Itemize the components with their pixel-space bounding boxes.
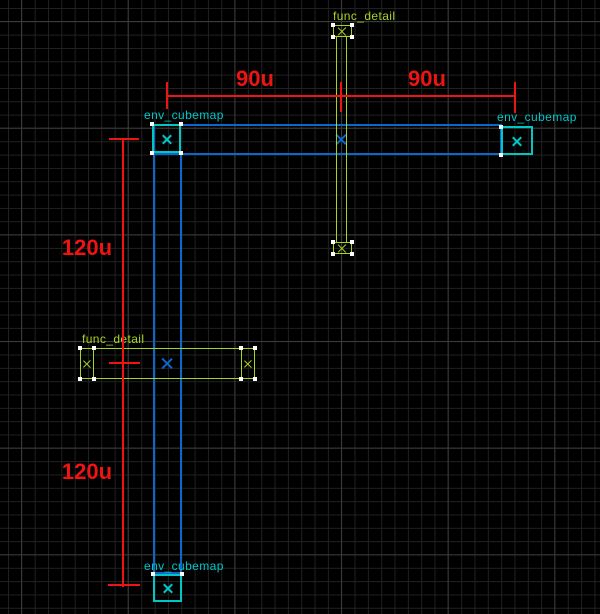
vertex-handle[interactable] xyxy=(239,377,243,381)
vertex-handle[interactable] xyxy=(331,252,335,256)
entity-env-cubemap-top-left[interactable] xyxy=(152,124,181,153)
vertex-handle[interactable] xyxy=(350,240,354,244)
dimension-tick xyxy=(166,82,168,109)
x-marker-icon xyxy=(512,137,522,146)
vertex-handle[interactable] xyxy=(78,377,82,381)
vertex-handle[interactable] xyxy=(92,346,96,350)
vertex-handle[interactable] xyxy=(179,122,183,126)
vertex-handle[interactable] xyxy=(179,151,183,155)
func-detail-horizontal-body[interactable] xyxy=(81,348,255,379)
dimension-tick xyxy=(109,362,140,364)
dimension-tick xyxy=(340,82,342,112)
entity-label-func-detail-vertical: func_detail xyxy=(333,9,396,23)
entity-label-func-detail-horizontal: func_detail xyxy=(82,332,145,346)
vertex-handle[interactable] xyxy=(350,23,354,27)
vertex-handle[interactable] xyxy=(350,35,354,39)
vertex-handle[interactable] xyxy=(331,23,335,27)
vertex-handle[interactable] xyxy=(499,125,503,129)
path-brush-vertical[interactable] xyxy=(153,153,182,574)
x-marker-icon xyxy=(244,358,252,369)
entity-env-cubemap-bottom[interactable] xyxy=(153,574,182,602)
vertex-handle[interactable] xyxy=(150,122,154,126)
func-detail-vertical-cap-top[interactable] xyxy=(333,25,352,37)
dimension-label-90u-left: 90u xyxy=(236,66,274,91)
dimension-tick xyxy=(514,82,516,113)
vertex-handle[interactable] xyxy=(180,572,184,576)
func-detail-horizontal-cap-right[interactable] xyxy=(241,348,255,379)
vertex-handle[interactable] xyxy=(331,35,335,39)
vertex-handle[interactable] xyxy=(253,346,257,350)
entity-label-env-cubemap-top-right: env_cubemap xyxy=(497,110,577,124)
dimension-label-120u-bottom: 120u xyxy=(61,459,113,484)
entity-env-cubemap-top-right[interactable] xyxy=(501,126,533,155)
dimension-label-120u-top: 120u xyxy=(61,235,113,260)
vertex-handle[interactable] xyxy=(350,252,354,256)
vertex-handle[interactable] xyxy=(151,572,155,576)
vertex-handle[interactable] xyxy=(239,346,243,350)
dimension-tick xyxy=(109,138,139,140)
entity-label-env-cubemap-top-left: env_cubemap xyxy=(144,108,224,122)
dimension-label-90u-right: 90u xyxy=(408,66,446,91)
vertex-handle[interactable] xyxy=(92,377,96,381)
vertex-handle[interactable] xyxy=(78,346,82,350)
func-detail-horizontal-cap-left[interactable] xyxy=(80,348,94,379)
x-marker-icon xyxy=(163,584,173,593)
x-marker-icon xyxy=(162,135,172,144)
x-marker-icon xyxy=(338,27,347,35)
x-marker-icon xyxy=(338,244,347,252)
x-marker-icon xyxy=(83,358,91,369)
func-detail-vertical-cap-bottom[interactable] xyxy=(333,242,352,254)
vertex-handle[interactable] xyxy=(150,151,154,155)
func-detail-vertical-body[interactable] xyxy=(336,36,347,243)
dimension-tick xyxy=(108,584,140,586)
vertex-handle[interactable] xyxy=(253,377,257,381)
path-brush-horizontal[interactable] xyxy=(153,124,502,155)
vertex-handle[interactable] xyxy=(499,153,503,157)
vertex-handle[interactable] xyxy=(331,240,335,244)
entity-label-env-cubemap-bottom: env_cubemap xyxy=(144,559,224,573)
